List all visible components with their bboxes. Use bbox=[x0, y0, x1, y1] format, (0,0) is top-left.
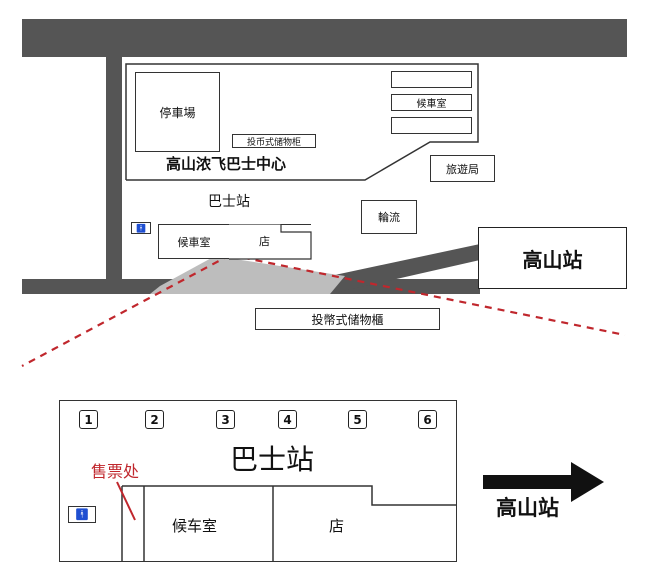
detail-shop-label: 店 bbox=[329, 517, 345, 535]
waiting-room-label: 候車室 bbox=[177, 235, 211, 249]
detail-outline bbox=[59, 400, 457, 562]
zoom-line-right bbox=[229, 253, 626, 337]
tourism-office: 旅遊局 bbox=[430, 155, 495, 182]
platform-5: 5 bbox=[348, 410, 367, 429]
waiting-room-right-top bbox=[391, 71, 472, 88]
station-label: 高山站 bbox=[522, 247, 583, 272]
platform-1: 1 bbox=[79, 410, 98, 429]
restroom-icon: 🚹︎ bbox=[68, 506, 96, 523]
waiting-room-box: 候車室 bbox=[158, 224, 230, 259]
coin-lockers-label: 投幣式储物櫃 bbox=[311, 312, 384, 327]
zoom-line-left bbox=[21, 254, 231, 367]
waiting-room-right: 候車室 bbox=[391, 94, 472, 111]
platform-area bbox=[150, 256, 345, 294]
center-building-outline bbox=[125, 63, 479, 181]
coin-lockers-small-label: 投币式储物柜 bbox=[246, 137, 301, 148]
rotation-box: 輪流 bbox=[361, 200, 417, 234]
ticket-office-pointer bbox=[116, 481, 136, 521]
waiting-room-right-label: 候車室 bbox=[416, 99, 447, 110]
tourism-office-label: 旅遊局 bbox=[446, 162, 479, 176]
road-to-station bbox=[330, 244, 480, 294]
platform-3: 3 bbox=[216, 410, 235, 429]
detail-waiting-room-label: 候车室 bbox=[172, 517, 218, 535]
parking-label: 停車場 bbox=[159, 105, 196, 120]
arrow-right-icon bbox=[483, 462, 604, 502]
parking-area: 停車場 bbox=[135, 72, 220, 152]
platform-6: 6 bbox=[418, 410, 437, 429]
road-top bbox=[22, 19, 627, 57]
shop-outline bbox=[229, 224, 312, 260]
detail-bus-stop-label: 巴士站 bbox=[230, 443, 315, 476]
restroom-icon: 🚹︎ bbox=[131, 222, 151, 234]
center-name: 高山浓飞巴士中心 bbox=[166, 155, 287, 173]
waiting-room-right-bottom bbox=[391, 117, 472, 134]
platform-4: 4 bbox=[278, 410, 297, 429]
coin-lockers-box: 投幣式储物櫃 bbox=[255, 308, 440, 330]
ticket-office-label: 售票处 bbox=[91, 462, 140, 481]
station-box: 高山站 bbox=[478, 227, 627, 289]
rotation-label: 輪流 bbox=[378, 211, 400, 224]
road-left bbox=[106, 57, 122, 279]
bus-stop-label: 巴士站 bbox=[208, 194, 250, 210]
detail-station-label: 高山站 bbox=[496, 496, 559, 520]
platform-2: 2 bbox=[145, 410, 164, 429]
shop-label: 店 bbox=[259, 235, 270, 248]
coin-lockers-small-box: 投币式储物柜 bbox=[232, 134, 316, 148]
